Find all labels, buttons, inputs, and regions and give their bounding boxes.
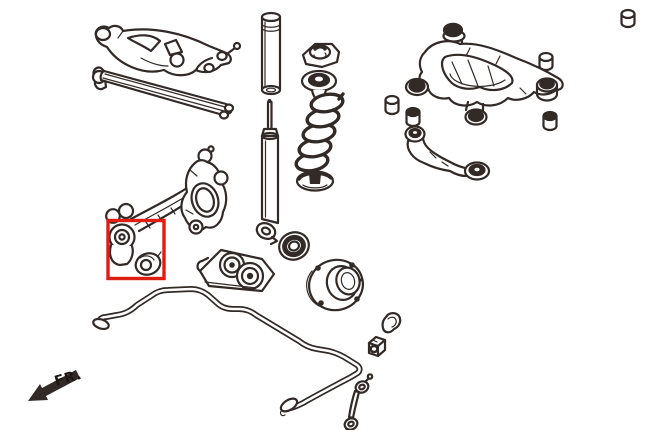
coil-spring — [294, 92, 345, 173]
spacer-cylinder — [538, 51, 554, 72]
rear-lower-control-arm — [404, 125, 491, 181]
lateral-link-rod — [91, 66, 235, 120]
spacer-cylinder — [405, 106, 421, 128]
rear-subframe — [404, 22, 564, 126]
wheel-hub — [306, 258, 364, 312]
highlight-box — [106, 218, 166, 281]
backing-plate-bracket — [196, 248, 276, 293]
spacer-cylinder — [620, 8, 636, 29]
shock-absorber — [255, 99, 280, 246]
hub-bearing-ring — [278, 231, 310, 261]
trailing-arm-bushing — [108, 223, 162, 276]
spacer-cylinders — [384, 8, 636, 132]
spacer-cylinder — [384, 94, 400, 116]
stabilizer-end-link — [343, 373, 374, 430]
upper-control-arm — [94, 24, 242, 77]
spacer-cylinder — [542, 110, 558, 132]
fr-label: FR. — [53, 367, 84, 390]
stabilizer-bushing — [367, 335, 387, 358]
spring-lower-seat — [295, 170, 335, 192]
stabilizer-bracket — [381, 312, 402, 334]
front-direction-arrow: FR. — [28, 367, 84, 401]
shock-dust-boot — [260, 11, 282, 96]
stabilizer-bar — [92, 286, 363, 417]
strut-top-mount — [301, 42, 341, 69]
arrow-icon — [28, 370, 80, 401]
